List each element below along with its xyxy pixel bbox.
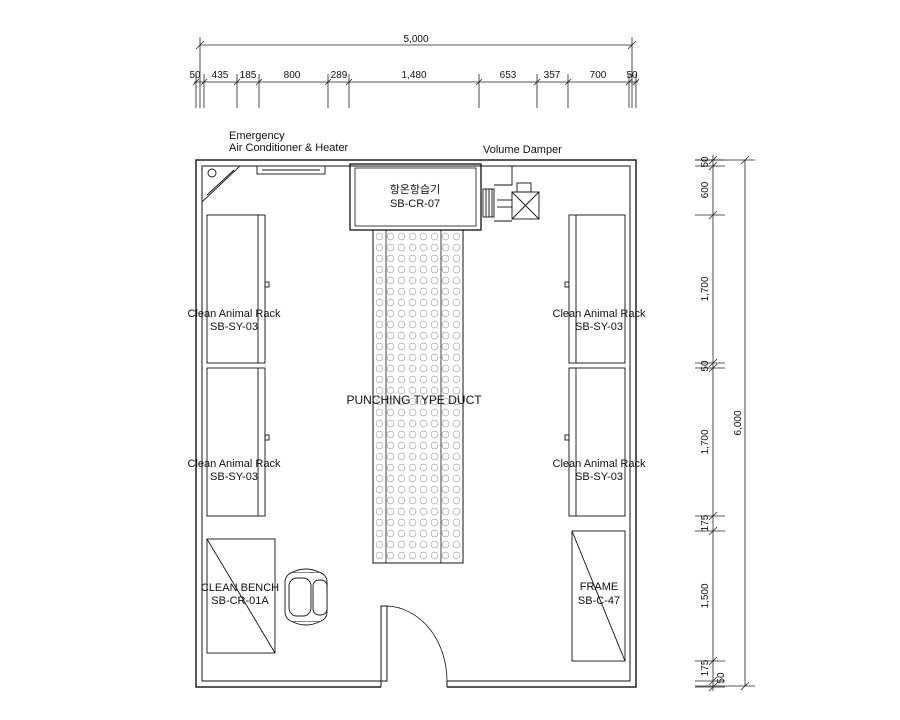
top-dimension-slash xyxy=(192,78,200,86)
right-dimension-value: 1,700 xyxy=(700,276,711,301)
top-dimension-slash xyxy=(324,78,332,86)
right-dimension-chain xyxy=(695,155,755,692)
rack-left-top[interactable] xyxy=(206,214,270,364)
right-dimension-slash xyxy=(708,210,718,220)
top-dimension-value: 185 xyxy=(240,70,257,81)
right-dimension-value: 50 xyxy=(700,156,711,168)
rack-right-top-code: SB-SY-03 xyxy=(575,321,623,333)
right-dimension-value: 175 xyxy=(700,514,711,531)
top-dimension-slash xyxy=(345,78,353,86)
right-dimension-slash xyxy=(708,656,718,666)
top-dimension-value: 700 xyxy=(590,70,607,81)
door-opening xyxy=(381,679,447,689)
door[interactable] xyxy=(380,605,448,687)
frame-name: FRAME xyxy=(580,581,619,593)
right-dimension-slash xyxy=(708,155,718,165)
rack-left-bottom[interactable] xyxy=(206,367,270,517)
top-dimension-value: 1,480 xyxy=(401,70,426,81)
top-dimension-value: 357 xyxy=(544,70,561,81)
rack-left-bottom-name: Clean Animal Rack xyxy=(188,458,281,470)
rack-right-bottom-code: SB-SY-03 xyxy=(575,471,623,483)
top-dimension-slash xyxy=(533,78,541,86)
top-dimension-chain xyxy=(192,37,640,108)
punching-type-duct[interactable] xyxy=(372,229,464,564)
rack-left-top-name: Clean Animal Rack xyxy=(188,308,281,320)
right-dimension-value: 1,700 xyxy=(700,429,711,454)
clean-bench-code: SB-CR-01A xyxy=(211,595,269,607)
right-dimension-value: 175 xyxy=(700,659,711,676)
top-dimension-slash xyxy=(632,78,640,86)
clean-bench[interactable] xyxy=(206,538,276,654)
top-dimension-slash xyxy=(200,78,208,86)
chair[interactable] xyxy=(284,568,328,626)
right-dimension-slash xyxy=(708,682,718,692)
top-dimension-slash xyxy=(625,78,633,86)
right-dimension-slash xyxy=(708,676,718,686)
right-dimension-slash xyxy=(708,358,718,368)
right-dimension-slash xyxy=(708,161,718,171)
top-dimension-slash xyxy=(475,78,483,86)
top-dimension-slash xyxy=(233,78,241,86)
right-dimension-value: 50 xyxy=(700,360,711,372)
top-dimension-slash xyxy=(564,78,572,86)
emergency-air-conditioner[interactable] xyxy=(256,165,326,175)
right-dimension-value: 1,500 xyxy=(700,583,711,608)
rack-right-bottom[interactable] xyxy=(564,367,626,517)
right-dimension-slash xyxy=(708,363,718,373)
thermo-hygrostat-code: SB-CR-07 xyxy=(390,198,440,210)
right-dimension-value: 50 xyxy=(716,672,727,684)
right-dimension-value: 600 xyxy=(700,181,711,198)
emergency-label-line1: Emergency xyxy=(229,130,285,142)
right-total-dimension: 6,000 xyxy=(733,410,744,435)
rack-left-top-code: SB-SY-03 xyxy=(210,321,258,333)
volume-damper-label: Volume Damper xyxy=(483,144,562,156)
thermo-hygrostat-name: 항온항습기 xyxy=(390,183,441,196)
top-dimension-value: 800 xyxy=(284,70,301,81)
emergency-label-line2: Air Conditioner & Heater xyxy=(229,142,349,154)
rack-right-top[interactable] xyxy=(564,214,626,364)
thermo-hygrostat-unit[interactable] xyxy=(349,163,482,231)
clean-bench-name: CLEAN BENCH xyxy=(201,582,279,594)
corner-unit xyxy=(201,165,242,204)
top-dimension-value: 289 xyxy=(331,70,348,81)
rack-right-top-name: Clean Animal Rack xyxy=(553,308,646,320)
right-dimension-slash xyxy=(708,511,718,521)
top-dimension-value: 50 xyxy=(626,70,638,81)
volume-damper[interactable] xyxy=(482,166,540,222)
top-dimension-value: 50 xyxy=(189,70,201,81)
top-dimension-value: 435 xyxy=(212,70,229,81)
rack-left-bottom-code: SB-SY-03 xyxy=(210,471,258,483)
top-dimension-slash xyxy=(255,78,263,86)
top-dimension-value: 653 xyxy=(500,70,517,81)
frame-unit[interactable] xyxy=(571,530,626,662)
frame-code: SB-C-47 xyxy=(578,595,620,607)
top-total-dimension: 5,000 xyxy=(403,34,428,45)
duct-label: PUNCHING TYPE DUCT xyxy=(346,393,482,407)
rack-right-bottom-name: Clean Animal Rack xyxy=(553,458,646,470)
right-dimension-slash xyxy=(708,526,718,536)
